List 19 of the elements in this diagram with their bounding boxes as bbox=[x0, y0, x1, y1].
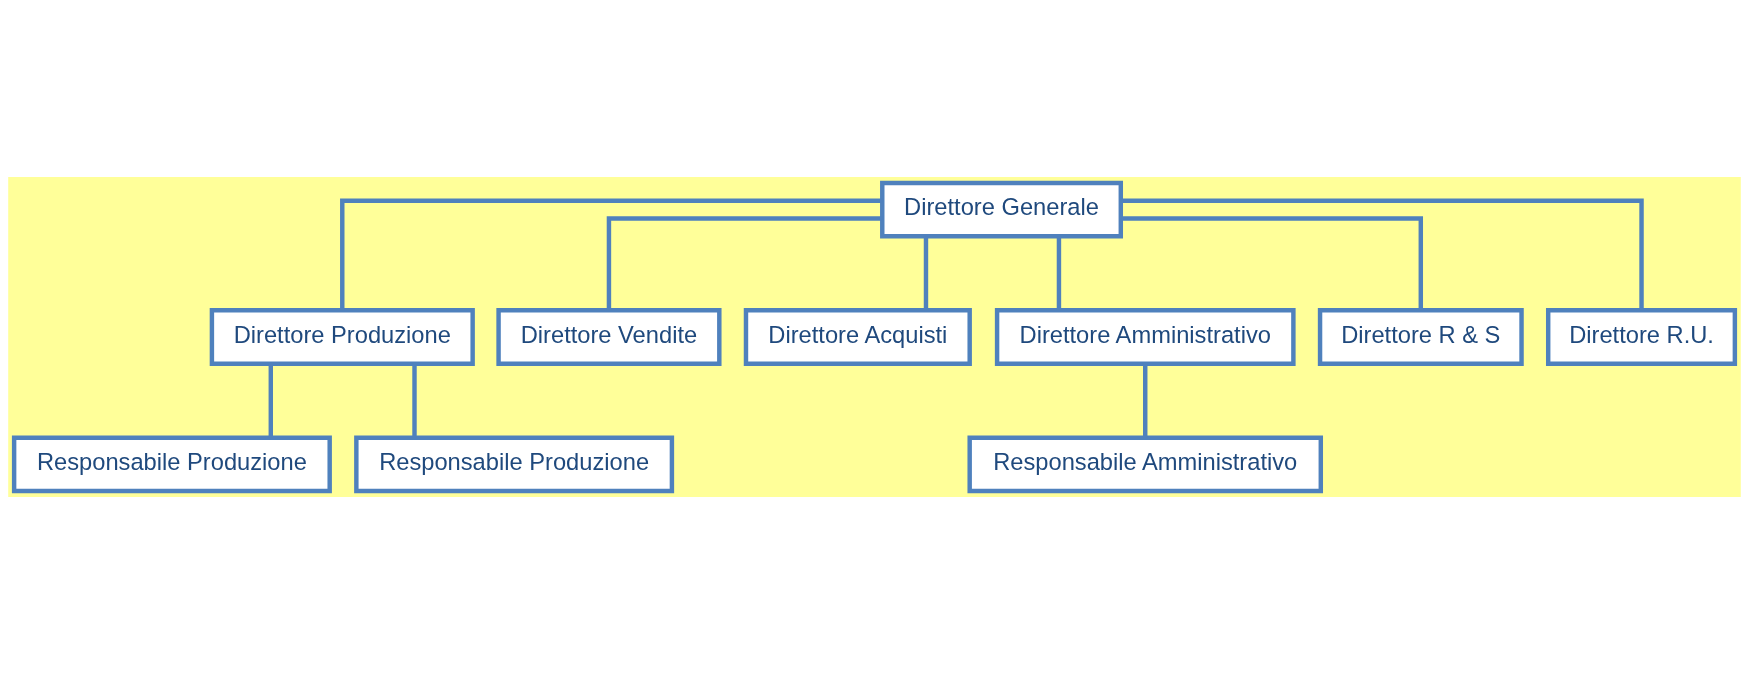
connector bbox=[412, 364, 417, 438]
node-box: Responsabile Produzione bbox=[354, 435, 675, 494]
connector bbox=[1056, 236, 1062, 310]
node-box: Direttore R & S bbox=[1317, 308, 1524, 366]
node-box: Direttore R.U. bbox=[1546, 308, 1738, 366]
connector bbox=[1143, 364, 1148, 438]
node-box: Responsabile Produzione bbox=[11, 435, 332, 494]
connector bbox=[606, 216, 883, 311]
node-box: Direttore Acquisti bbox=[743, 308, 972, 366]
connector bbox=[1121, 198, 1644, 311]
node-box: Direttore Produzione bbox=[209, 308, 475, 366]
connector bbox=[268, 364, 274, 438]
node-box: Responsabile Amministrativo bbox=[967, 435, 1323, 494]
node-box: Direttore Vendite bbox=[496, 308, 722, 366]
connector bbox=[1121, 216, 1423, 311]
connector bbox=[923, 236, 929, 310]
node-box: Direttore Generale bbox=[880, 180, 1123, 239]
connector bbox=[340, 198, 883, 311]
node-box: Direttore Amministrativo bbox=[994, 308, 1296, 366]
